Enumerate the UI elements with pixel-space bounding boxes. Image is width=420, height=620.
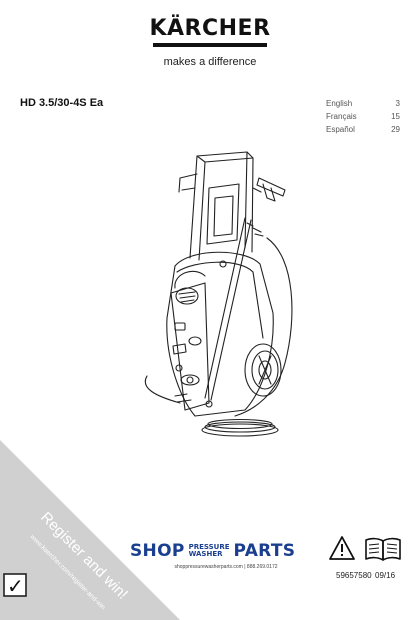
warning-triangle-icon	[329, 536, 355, 560]
shop-word-stack: PRESSURE WASHER	[189, 544, 230, 558]
language-name: Français	[326, 112, 357, 121]
checkbox-icon: ✓	[3, 573, 27, 598]
language-entry[interactable]: English 3	[326, 97, 400, 110]
shop-word-pressure: PRESSURE	[188, 543, 230, 551]
brand-logo-text: KÄRCHER	[149, 16, 271, 41]
shop-logo[interactable]: SHOP PRESSURE WASHER PARTS shoppressurew…	[130, 541, 322, 570]
svg-text:✓: ✓	[7, 574, 24, 598]
language-page: 3	[395, 99, 400, 108]
shop-word-shop: SHOP	[130, 541, 185, 561]
language-page: 15	[391, 112, 400, 121]
pressure-washer-illustration	[144, 151, 293, 437]
brand-underline	[153, 43, 267, 47]
language-name: Español	[326, 125, 355, 134]
brand-header: KÄRCHER	[0, 16, 420, 47]
language-name: English	[326, 99, 353, 108]
register-banner[interactable]: ✓ Register and win! www.kaercher.com/reg…	[0, 420, 180, 620]
shop-word-washer: WASHER	[188, 550, 223, 558]
document-date: 09/16	[375, 571, 396, 580]
banner-background	[0, 440, 180, 620]
language-entry[interactable]: Español 29	[326, 123, 400, 136]
manual-book-icon	[365, 537, 401, 561]
document-number: 59657580	[336, 571, 372, 580]
product-model: HD 3.5/30-4S Ea	[20, 97, 104, 109]
language-index: English 3 Français 15 Español 29	[326, 97, 400, 136]
shop-url[interactable]: shoppressurewasherparts.com | 888.269.01…	[174, 564, 278, 570]
language-page: 29	[391, 125, 400, 134]
shop-word-parts: PARTS	[233, 541, 296, 561]
brand-tagline: makes a difference	[163, 56, 257, 68]
language-entry[interactable]: Français 15	[326, 110, 400, 123]
